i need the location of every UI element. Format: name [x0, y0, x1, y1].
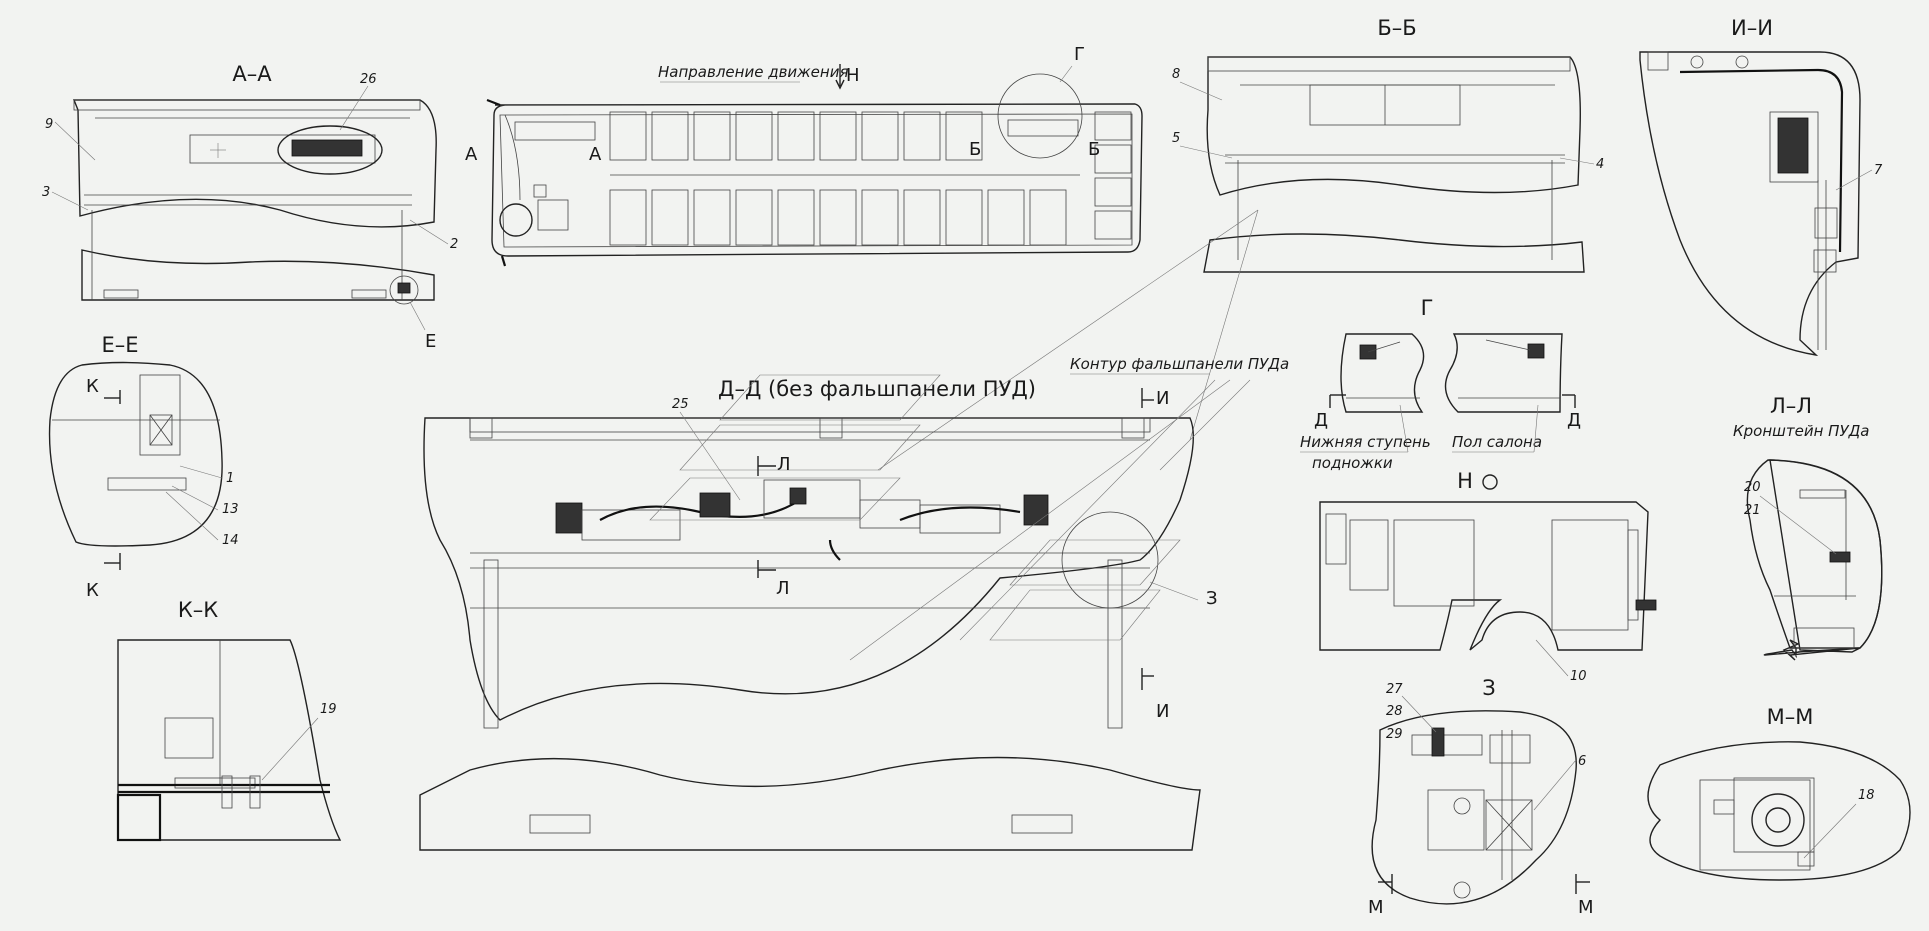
direction-label: Направление движения [658, 63, 848, 81]
bus-plan-view: Направление движения Н [465, 44, 1143, 267]
section-a-a-title: А–А [232, 62, 272, 86]
bracket-label: Кронштейн ПУДа [1733, 422, 1870, 440]
section-d-d-title: Д–Д (без фальшпанели ПУД) [718, 377, 1036, 401]
section-l-l-view: Л–Л Кронштейн ПУДа 20 21 [1733, 394, 1883, 661]
section-b-b-title: Б–Б [1377, 16, 1416, 40]
view-h-title: Н [1457, 469, 1473, 493]
control-unit-assembly [555, 479, 1049, 561]
contour-label: Контур фальшпанели ПУДа [1070, 355, 1289, 373]
callout-5: 5 [1172, 131, 1180, 146]
mark-z-detail: З [1206, 588, 1218, 609]
callout-13: 13 [222, 502, 239, 517]
callout-25: 25 [672, 397, 689, 412]
callout-14: 14 [222, 533, 239, 548]
section-d-d-view: Д–Д (без фальшпанели ПУД) Контур фальшпа… [419, 355, 1289, 851]
step-label-line2: подножки [1312, 454, 1393, 472]
mark-k-top: К [86, 376, 99, 397]
mark-a-left: А [465, 144, 478, 165]
mark-b-left: Б [969, 139, 981, 160]
mark-l-top: Л [777, 454, 791, 475]
callout-3: 3 [42, 185, 50, 200]
callout-29: 29 [1386, 727, 1403, 742]
callout-1: 1 [226, 471, 234, 486]
mark-b-right: Б [1088, 139, 1100, 160]
callout-4: 4 [1596, 157, 1604, 172]
callout-9: 9 [45, 117, 53, 132]
detail-g-view: Г Д Д Нижняя ступень подножки Пол салона [1300, 296, 1581, 472]
mark-m-left: М [1368, 897, 1384, 918]
detail-g-title: Г [1421, 296, 1434, 320]
callout-2: 2 [450, 237, 458, 252]
callout-10: 10 [1570, 669, 1587, 684]
callout-8: 8 [1172, 67, 1180, 82]
callout-6: 6 [1578, 754, 1586, 769]
contour-panel-outline [649, 374, 1251, 661]
callout-26: 26 [360, 72, 377, 87]
detail-z-view: З 27 28 29 6 М М [1368, 676, 1594, 918]
section-i-i-title: И–И [1731, 16, 1773, 40]
mark-m-right: М [1578, 897, 1594, 918]
mark-k-bottom: К [86, 580, 99, 601]
section-a-a-view: А–А 9 3 2 26 Е [42, 62, 458, 352]
mark-h-view: Н [846, 65, 860, 86]
detail-z-title: З [1482, 676, 1495, 700]
section-m-m-title: М–М [1767, 705, 1814, 729]
section-e-e-title: Е–Е [101, 333, 138, 357]
mark-d-left: Д [1314, 410, 1328, 431]
section-i-i-view: И–И 7 [1639, 16, 1883, 357]
callout-21: 21 [1744, 503, 1761, 518]
callout-7: 7 [1874, 163, 1883, 178]
callout-20: 20 [1744, 480, 1761, 495]
mark-l-bottom: Л [776, 578, 790, 599]
section-e-e-view: Е–Е К К 1 13 14 [48, 333, 239, 601]
mark-i-bottom: И [1156, 701, 1169, 722]
section-k-k-title: К–К [178, 598, 218, 622]
mark-a-right: А [589, 144, 602, 165]
passenger-seats [609, 111, 1132, 246]
step-label-line1: Нижняя ступень [1300, 433, 1431, 451]
section-l-l-title: Л–Л [1770, 394, 1812, 418]
mark-e-detail: Е [425, 331, 436, 352]
callout-19: 19 [320, 702, 337, 717]
mark-g-detail: Г [1074, 44, 1085, 65]
section-k-k-view: К–К 19 [116, 598, 342, 842]
floor-label: Пол салона [1452, 433, 1542, 451]
mark-d-right: Д [1567, 410, 1581, 431]
view-h-view: Н 10 [1319, 469, 1657, 684]
section-m-m-view: М–М 18 [1647, 705, 1911, 881]
callout-18: 18 [1858, 788, 1875, 803]
section-b-b-view: Б–Б 8 5 4 [877, 16, 1604, 471]
callout-28: 28 [1386, 704, 1403, 719]
mark-i-top: И [1156, 388, 1169, 409]
callout-27: 27 [1386, 682, 1403, 697]
